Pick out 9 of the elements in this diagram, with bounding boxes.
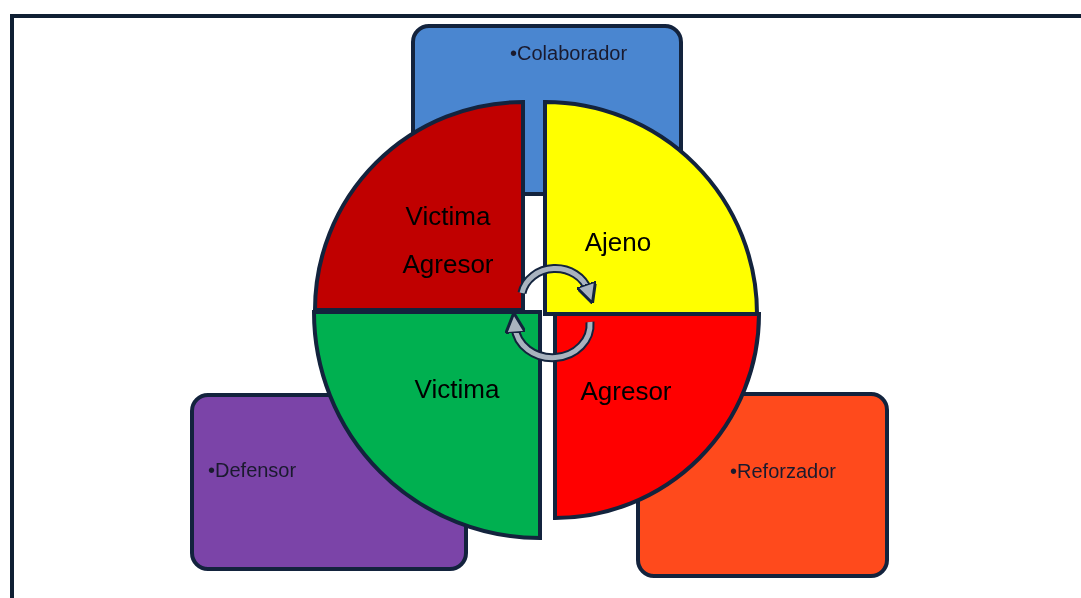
curved-arrow [504,311,595,363]
box-label: •Reforzador [730,460,836,483]
segment-label: Victima [413,373,501,406]
segment-label: Agresor [579,375,673,408]
segment-label: Victima Agresor [401,200,495,281]
segment-label: Ajeno [583,226,653,259]
curved-arrow [517,264,597,305]
box-label: •Defensor [208,459,297,482]
box-label: •Colaborador [510,42,628,65]
